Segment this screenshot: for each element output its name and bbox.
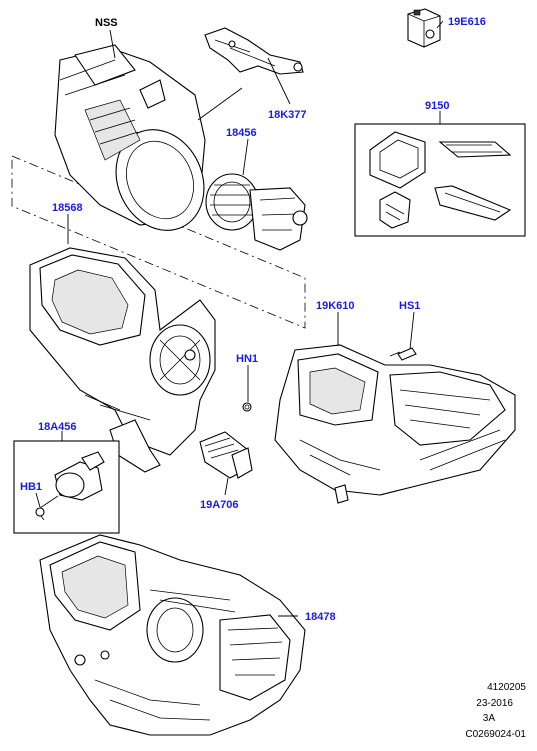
callout-hn1: HN1 [236,353,258,365]
callout-18456: 18456 [226,127,257,139]
callout-18k377: 18K377 [268,109,307,121]
blower-housing-nss [54,44,206,231]
callout-19k610: 19K610 [316,300,355,312]
housing-18568 [29,247,216,473]
screw-hs1 [389,347,417,361]
callout-9150: 9150 [425,100,449,112]
blower-motor-18456 [205,173,308,251]
callout-18478: 18478 [305,611,336,623]
footer-line-1: 4120205 [487,682,526,693]
leader-lines [35,20,444,617]
callout-19a706: 19A706 [200,499,239,511]
filter-kit-9150 [354,123,526,237]
callout-nss: NSS [95,17,118,29]
bracket-18k377 [204,27,304,75]
callout-19e616: 19E616 [448,16,486,28]
footer-line-3: 3A [483,713,496,724]
footer-line-4: C0269024-01 [465,729,526,740]
actuator-19e616 [407,8,441,48]
callout-hb1: HB1 [20,481,42,493]
footer-line-2: 23-2016 [476,698,513,709]
callout-18568: 18568 [52,202,83,214]
hvac-assembly-18478 [39,534,306,736]
heater-housing-19k610 [274,344,516,504]
resistor-19a706 [199,431,253,479]
assembly-boundary-line [11,155,306,329]
callout-18a456: 18A456 [38,421,77,433]
nut-hn1 [242,402,252,412]
actuator-kit-18a456 [13,440,120,534]
callout-hs1: HS1 [399,300,420,312]
